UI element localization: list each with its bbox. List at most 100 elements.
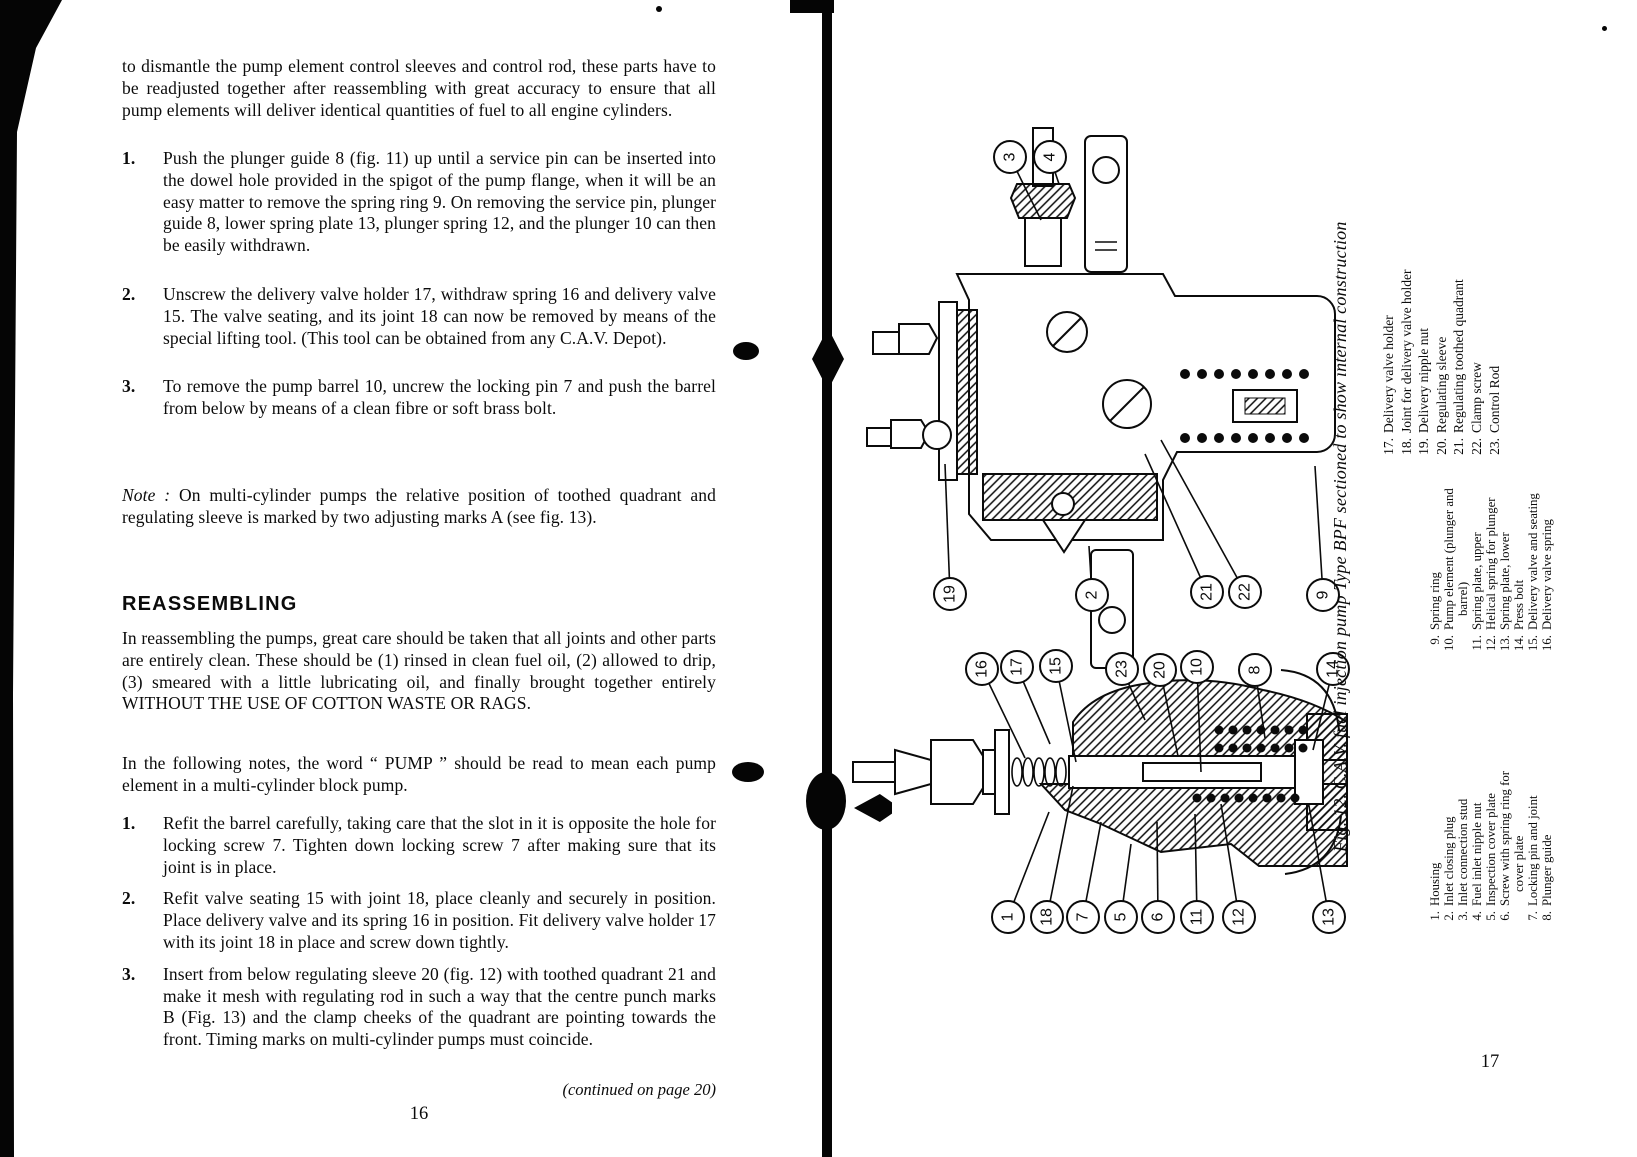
callout-number: 22 <box>1237 583 1254 601</box>
intro-paragraph: to dismantle the pump element control sl… <box>122 56 716 120</box>
legend-item: 14.Press bolt <box>1512 420 1526 662</box>
reassembling-intro-paragraph: In reassembling the pumps, great care sh… <box>122 628 716 714</box>
legend-item: 10. Pump element (plunger and <box>1442 420 1456 662</box>
reassembling-steps-list: 1.Refit the barrel carefully, taking car… <box>122 813 716 1061</box>
callout-number: 20 <box>1152 661 1169 679</box>
delivery-valve-spring-coil <box>1011 757 1067 787</box>
legend-item-text: Inspection cover plate <box>1484 793 1498 906</box>
legend-item: 13. Spring plate, lower <box>1498 420 1512 662</box>
callout-circle <box>1000 650 1034 684</box>
note-paragraph: Note : On multi-cylinder pumps the relat… <box>122 485 716 529</box>
callout-circle <box>1222 900 1256 934</box>
legend-item-text: Pump element (plunger and <box>1442 488 1456 630</box>
procedure-step: 3. To remove the pump barrel 10, uncrew t… <box>122 376 716 420</box>
callout-number: 2 <box>1084 590 1101 599</box>
procedure-step: 3.Insert from below regulating sleeve 20… <box>122 964 716 1051</box>
step-text: Push the plunger guide 8 (fig. 11) up un… <box>163 148 716 256</box>
legend-item-number: 13. <box>1498 635 1512 651</box>
step-text: To remove the pump barrel 10, uncrew the… <box>163 376 716 419</box>
scan-artifact <box>733 342 759 360</box>
legend-item-text: Delivery nipple nut <box>1416 328 1432 433</box>
callout-leader-line <box>1160 439 1246 593</box>
legend-item: 17.Delivery valve holder <box>1380 123 1398 465</box>
figure-caption: Fig. 12. C.A.V. fuel injection pump Type… <box>1330 221 1350 852</box>
callout-circle <box>1075 578 1109 612</box>
callout-circle <box>1238 653 1272 687</box>
legend-item: 23.Control Rod <box>1486 123 1504 465</box>
callout-circle <box>1306 578 1340 612</box>
legend-item-text: Inlet connection stud <box>1456 798 1470 906</box>
step-number: 2. <box>122 283 136 304</box>
step-text: Insert from below regulating sleeve 20 (… <box>163 963 716 1050</box>
scan-artifact <box>732 762 764 782</box>
callout-leader-line <box>1046 785 1074 918</box>
legend-item: 16.Delivery valve spring <box>1540 420 1554 662</box>
legend-item-number: 10. <box>1442 635 1456 651</box>
callout-circle <box>991 900 1025 934</box>
callout-leader-line <box>1314 465 1324 596</box>
procedure-step: 1.Refit the barrel carefully, taking car… <box>122 813 716 878</box>
callout-leader-line <box>1308 805 1330 918</box>
legend-item-text: Spring plate, upper <box>1470 532 1484 630</box>
procedure-step: 2. Unscrew the delivery valve holder 17, … <box>122 284 716 349</box>
legend-item-text: Housing <box>1428 862 1442 906</box>
callout-number: 10 <box>1189 658 1206 676</box>
callout-circle <box>933 577 967 611</box>
legend-item: 8.Plunger guide <box>1540 696 1554 938</box>
callout-number: 19 <box>942 585 959 603</box>
callout-circle <box>1143 653 1177 687</box>
legend-item: 5. Inspection cover plate <box>1484 696 1498 938</box>
pump-top-section-drawing <box>866 127 1336 669</box>
legend-item: 7.Locking pin and joint <box>1526 696 1540 938</box>
step-text: Refit valve seating 15 with joint 18, pl… <box>163 888 716 952</box>
legend-item-number: 6. <box>1498 911 1512 921</box>
legend-item-text: Regulating toothed quadrant <box>1451 279 1467 433</box>
pump-definition-paragraph: In the following notes, the word “ PUMP … <box>122 753 716 795</box>
scan-artifact <box>1602 26 1607 31</box>
legend-item-number: 7. <box>1526 911 1540 921</box>
callout-circle <box>1039 649 1073 683</box>
callout-circle <box>1228 575 1262 609</box>
step-text: Unscrew the delivery valve holder 17, wi… <box>163 283 716 348</box>
pump-side-section-drawing <box>852 669 1348 875</box>
legend-item: 18.Joint for delivery valve holder <box>1398 123 1416 465</box>
legend-item: 12.Helical spring for plunger <box>1484 420 1498 662</box>
legend-item-number: 3. <box>1456 911 1470 921</box>
callout-leader-line <box>1007 811 1050 918</box>
legend-item-text: Inlet closing plug <box>1442 816 1456 906</box>
callout-leader-line <box>1194 813 1198 918</box>
legend-item-text: Spring plate, lower <box>1498 532 1512 630</box>
legend-item-text: Delivery valve holder <box>1381 315 1396 433</box>
callout-number: 17 <box>1009 658 1026 676</box>
scan-artifact <box>806 772 846 830</box>
callout-circle <box>1141 900 1175 934</box>
page-number-right: 17 <box>1480 1052 1500 1072</box>
legend-item-text: Plunger guide <box>1540 834 1554 906</box>
callout-number: 12 <box>1231 908 1248 926</box>
dismantling-steps-list: 1. Push the plunger guide 8 (fig. 11) up … <box>122 148 716 447</box>
scan-artifact <box>656 6 662 12</box>
callout-number: 6 <box>1150 912 1167 921</box>
callout-number: 13 <box>1321 908 1338 926</box>
callout-circle <box>1066 900 1100 934</box>
spring-coil-dots <box>1180 369 1309 443</box>
callout-number: 11 <box>1189 909 1206 926</box>
legend-item-number: 12. <box>1484 635 1498 651</box>
legend-item: 9.Spring ring <box>1428 420 1442 662</box>
procedure-step: 1. Push the plunger guide 8 (fig. 11) up … <box>122 148 716 257</box>
legend-item: 6.Screw with spring ring for <box>1498 696 1512 938</box>
legend-item-text: Fuel inlet nipple nut <box>1470 802 1484 906</box>
callout-number: 18 <box>1039 908 1056 926</box>
step-number: 3. <box>122 376 136 397</box>
legend-item: 2.Inlet closing plug <box>1442 696 1456 938</box>
callout-circle <box>1190 575 1224 609</box>
callout-number: 16 <box>974 660 991 678</box>
callout-circle <box>1033 140 1067 174</box>
legend-item-number: 5. <box>1484 911 1498 921</box>
callout-leader-line <box>1144 453 1208 593</box>
legend-item-number: 9. <box>1428 635 1442 645</box>
callout-circle <box>1180 650 1214 684</box>
step-number: 1. <box>122 148 136 168</box>
callout-number: 1 <box>1000 912 1017 921</box>
